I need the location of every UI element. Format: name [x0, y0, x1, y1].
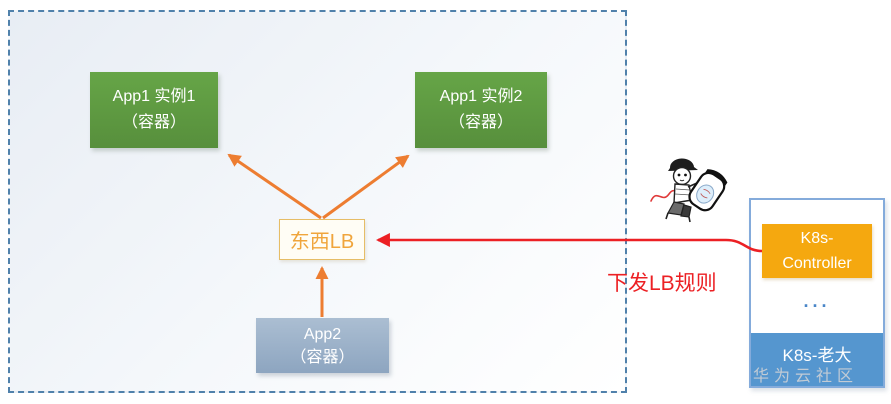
node-east-west-lb-label: 东西LB: [289, 231, 355, 253]
node-app1-instance1-title: App1 实例1: [112, 88, 196, 105]
node-k8s-controller-line1: K8s-: [800, 230, 834, 247]
node-east-west-lb: 东西LB: [279, 219, 365, 260]
ellipsis-dots: ...: [803, 291, 831, 311]
node-app1-instance2-title: App1 实例2: [439, 88, 523, 105]
mascot-cartoon-icon: [650, 158, 728, 223]
node-app1-instance1: App1 实例1 （容器）: [90, 72, 218, 148]
node-app1-instance2-subtitle: （容器）: [448, 114, 513, 131]
node-app2-subtitle: （容器）: [290, 348, 355, 366]
node-k8s-master-label: K8s-老大: [782, 346, 852, 365]
node-k8s-controller: K8s- Controller: [762, 224, 872, 278]
node-app2-title: App2: [303, 325, 342, 343]
node-app1-instance1-subtitle: （容器）: [121, 114, 186, 131]
lb-rule-edge-label: 下发LB规则: [607, 272, 717, 295]
node-k8s-controller-line2: Controller: [782, 255, 852, 272]
node-k8s-master: K8s-老大: [751, 333, 883, 386]
node-app2: App2 （容器）: [256, 318, 389, 373]
watermark-text: 华为云社区: [753, 368, 859, 385]
node-app1-instance2: App1 实例2 （容器）: [415, 72, 547, 148]
